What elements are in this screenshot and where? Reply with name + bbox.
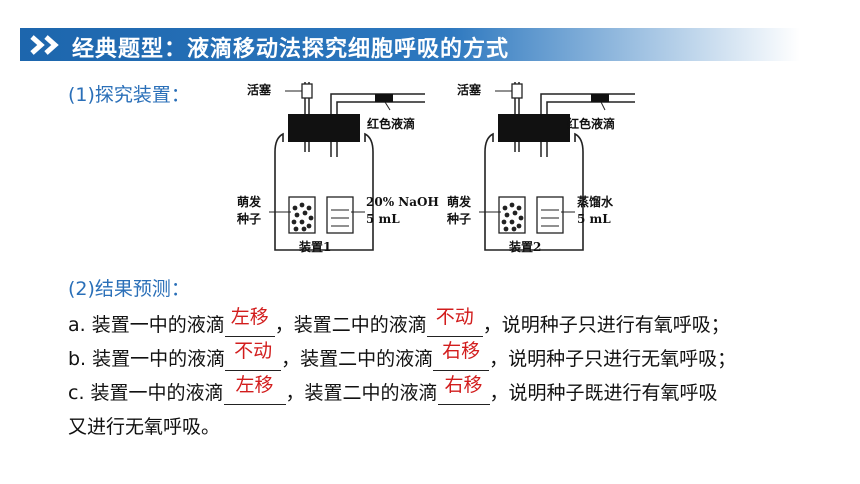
- line-a-text-3: ，说明种子只进行有氧呼吸；: [482, 314, 730, 336]
- rubber-stopper: [498, 114, 570, 142]
- line-a-text-2: ，装置二中的液滴: [274, 314, 427, 336]
- line-c-text-1: c. 装置一中的液滴: [68, 382, 224, 404]
- line-a-text-1: a. 装置一中的液滴: [68, 314, 225, 336]
- naoh-label: 20% NaOH: [366, 195, 439, 209]
- device-1: [269, 82, 425, 251]
- stopcock-label-2: 活塞: [457, 82, 482, 97]
- answer-c2: 右移: [444, 374, 483, 396]
- seeds-label-2a: 萌发: [447, 194, 472, 209]
- answer-blank-a1: 左移: [224, 306, 275, 337]
- droplet-label-2: 红色液滴: [567, 116, 615, 131]
- seeds-label-1a: 萌发: [237, 194, 262, 209]
- volume-label-2: 5 mL: [577, 212, 611, 226]
- answer-blank-c1: 左移: [223, 374, 286, 405]
- section-heading-prediction: (2)结果预测：: [68, 278, 190, 300]
- answer-a1: 左移: [230, 306, 269, 328]
- line-b-text-1: b. 装置一中的液滴: [68, 348, 226, 370]
- prediction-line-c: c. 装置一中的液滴左移 ，装置二中的液滴右移 ，说明种子既进行有氧呼吸: [68, 374, 718, 405]
- red-droplet: [591, 94, 609, 102]
- section-heading-apparatus: (1)探究装置：: [68, 84, 190, 106]
- answer-b1: 不动: [234, 340, 273, 362]
- seeds-label-2b: 种子: [446, 211, 471, 226]
- caption-device-1: 装置1: [298, 239, 331, 254]
- droplet-label-1: 红色液滴: [367, 116, 415, 131]
- prediction-line-a: a. 装置一中的液滴左移，装置二中的液滴不动 ，说明种子只进行有氧呼吸；: [68, 306, 730, 337]
- volume-label-1: 5 mL: [366, 212, 400, 226]
- line-c-text-2: ，装置二中的液滴: [285, 382, 438, 404]
- device-2: [479, 82, 635, 251]
- line-d-text-1: 又进行无氧呼吸。: [68, 416, 221, 438]
- double-chevron-icon: [30, 35, 59, 55]
- line-b-text-3: ，说明种子只进行无氧呼吸；: [489, 348, 737, 370]
- apparatus-figure: 活塞 红色液滴 萌发 种子 20% NaOH 5 mL 装置1 活: [236, 82, 635, 254]
- title-banner: 经典题型：液滴移动法探究细胞呼吸的方式: [20, 28, 800, 62]
- answer-c1: 左移: [235, 374, 274, 396]
- banner-title: 经典题型：液滴移动法探究细胞呼吸的方式: [72, 36, 510, 62]
- rubber-stopper: [288, 114, 360, 142]
- answer-b2: 右移: [442, 340, 481, 362]
- answer-blank-b2: 右移: [433, 340, 490, 371]
- answer-a2: 不动: [435, 306, 474, 328]
- caption-device-2: 装置2: [508, 239, 541, 254]
- water-label: 蒸馏水: [577, 194, 614, 209]
- line-b-text-2: ，装置二中的液滴: [281, 348, 434, 370]
- prediction-line-b: b. 装置一中的液滴不动 ，装置二中的液滴右移 ，说明种子只进行无氧呼吸；: [68, 340, 737, 371]
- seeds-label-1b: 种子: [236, 211, 261, 226]
- prediction-line-d: 又进行无氧呼吸。: [68, 412, 220, 439]
- stopcock-label-1: 活塞: [247, 82, 272, 97]
- red-droplet: [375, 94, 393, 102]
- answer-blank-b1: 不动: [225, 340, 282, 371]
- line-c-text-3: ，说明种子既进行有氧呼吸: [489, 382, 718, 404]
- answer-blank-c2: 右移: [437, 374, 490, 405]
- answer-blank-a2: 不动: [426, 306, 483, 337]
